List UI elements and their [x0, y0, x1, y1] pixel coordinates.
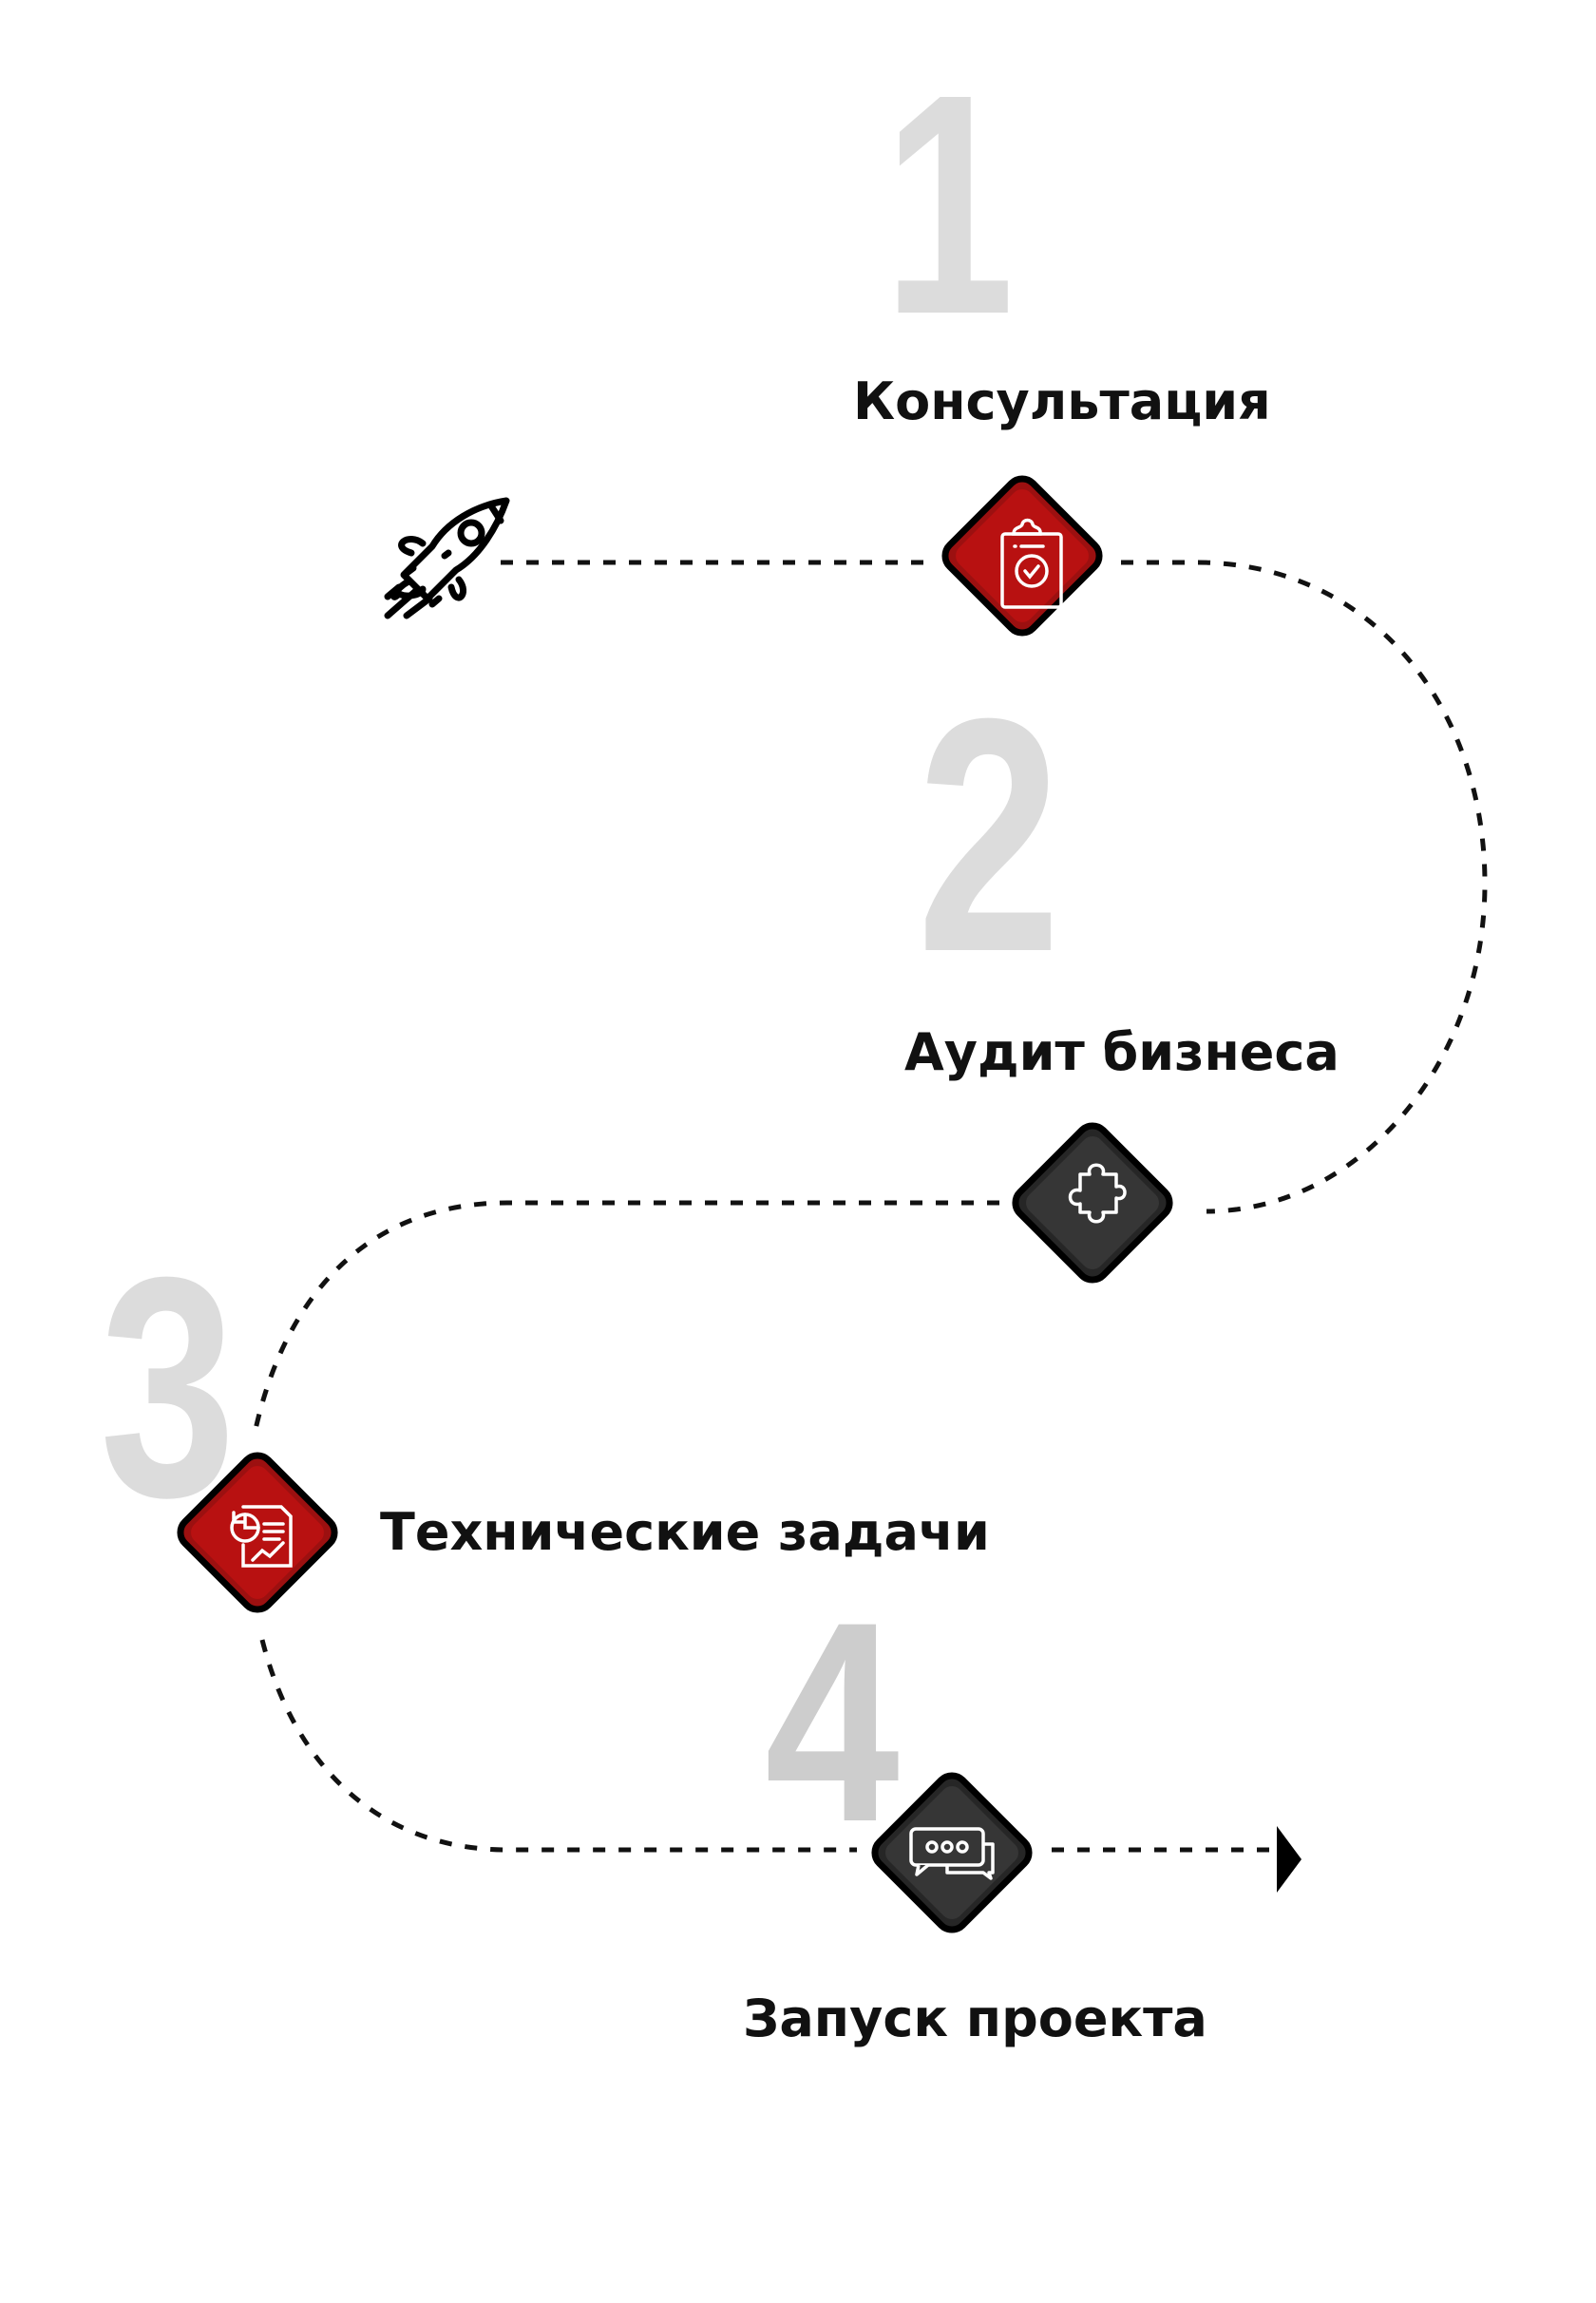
- step-label-2: Аудит бизнеса: [904, 1022, 1340, 1082]
- step-label-4: Запуск проекта: [743, 1989, 1207, 2048]
- step-label-3: Технические задачи: [380, 1502, 990, 1562]
- step-node-2[interactable]: [993, 1103, 1192, 1303]
- step-node-4[interactable]: [852, 1753, 1052, 1952]
- arrow-head-icon: [1277, 1826, 1302, 1893]
- rocket-icon: [384, 497, 510, 619]
- step-node-1[interactable]: [922, 456, 1122, 656]
- step-number-4: 4: [765, 1562, 900, 1881]
- step-number-1: 1: [884, 29, 1015, 379]
- step-number-2: 2: [917, 650, 1061, 1021]
- step-node-3[interactable]: [158, 1433, 357, 1632]
- puzzle-icon: [1068, 1163, 1127, 1224]
- chat-bubbles-icon: [909, 1827, 995, 1880]
- report-chart-icon: [230, 1505, 293, 1568]
- step-label-1: Консультация: [853, 371, 1271, 431]
- clipboard-check-icon: [1000, 518, 1063, 609]
